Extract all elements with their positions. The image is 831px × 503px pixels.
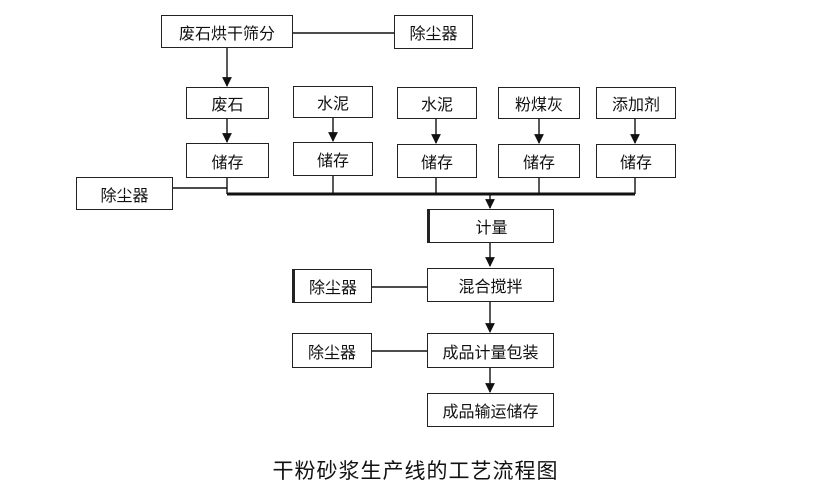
material-box-additive: 添加剂 [596, 87, 676, 119]
output-storage-box: 成品输运储存 [427, 393, 554, 427]
packing-box: 成品计量包装 [427, 333, 554, 368]
material-box-cement-1: 水泥 [293, 86, 373, 118]
material-box-cement-2: 水泥 [397, 87, 477, 119]
dust-collector-top-box: 除尘器 [394, 15, 473, 49]
diagram-title: 干粉砂浆生产线的工艺流程图 [272, 459, 559, 483]
dust-collector-left-box: 除尘器 [76, 177, 173, 210]
storage-box-4: 储存 [498, 144, 580, 178]
storage-box-5: 储存 [596, 144, 676, 178]
material-box-fly-ash: 粉煤灰 [498, 87, 580, 119]
storage-box-1: 储存 [186, 143, 269, 178]
packing-dust-collector-box: 除尘器 [292, 333, 372, 368]
mixing-box: 混合搅拌 [427, 268, 554, 302]
metering-box: 计量 [427, 209, 554, 243]
storage-box-2: 储存 [293, 142, 373, 176]
mixing-dust-collector-box: 除尘器 [292, 269, 372, 303]
material-box-waste-stone: 废石 [186, 87, 269, 119]
storage-box-3: 储存 [397, 144, 477, 178]
dryer-screening-box: 废石烘干筛分 [161, 15, 293, 48]
